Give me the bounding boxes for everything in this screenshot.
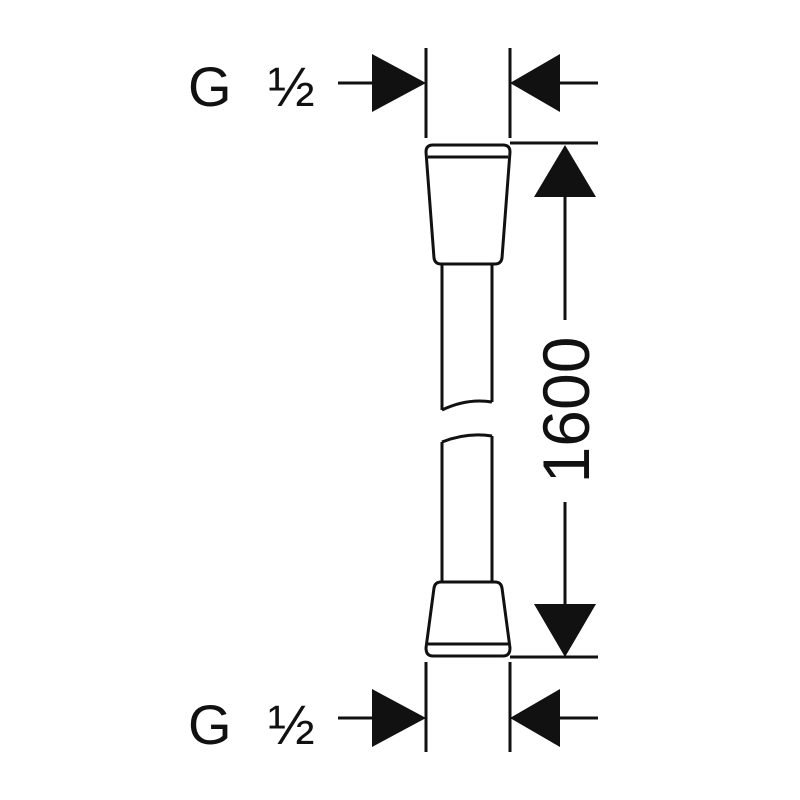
top-right-arrowhead [510,54,560,112]
top-thread-size: ½ [268,55,315,118]
hose-upper-segment [440,264,494,412]
top-left-arrowhead [372,54,426,112]
length-bottom-arrowhead [534,604,596,657]
bottom-thread-letter: G [188,693,232,756]
top-thread-letter: G [188,55,232,118]
bottom-right-arrowhead [510,689,560,747]
bottom-fitting [424,580,512,658]
bottom-left-arrowhead [372,689,426,747]
hose-lower-segment [440,433,494,582]
bottom-thread-size: ½ [268,693,315,756]
top-fitting [424,143,512,266]
length-label: 1600 [529,337,603,484]
length-top-arrowhead [534,145,596,197]
